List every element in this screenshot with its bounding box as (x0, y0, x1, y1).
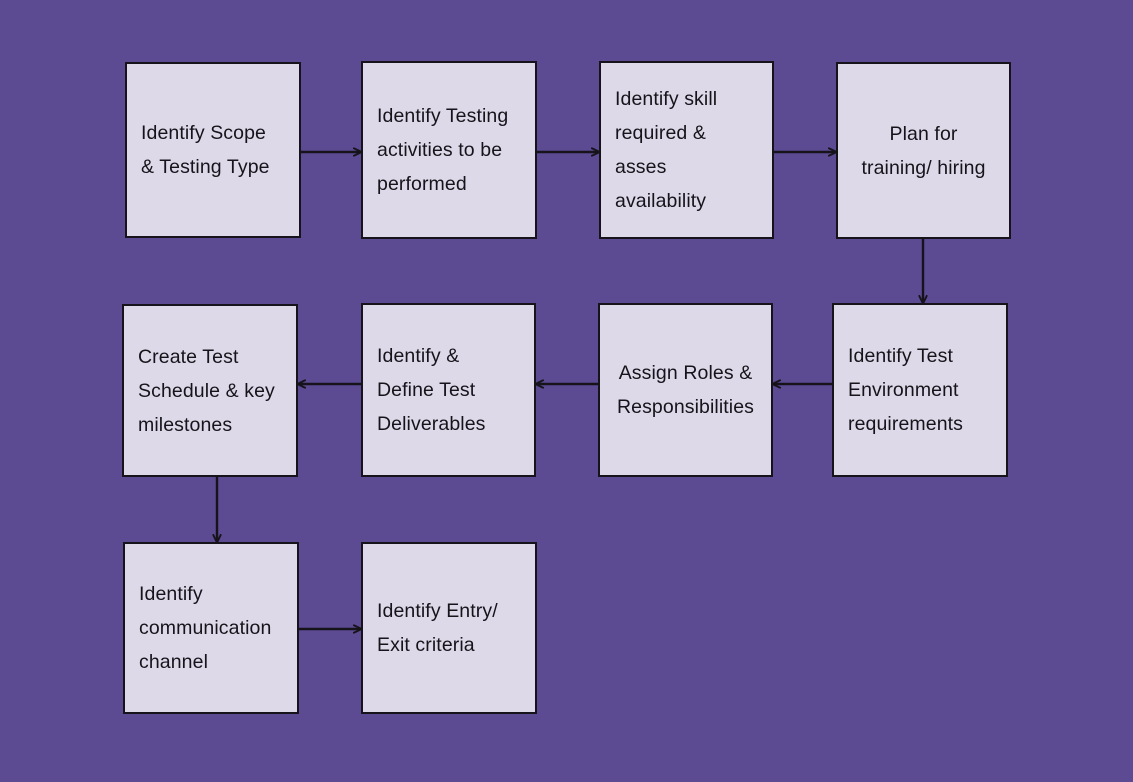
flowchart-node-n7[interactable]: Identify & Define Test Deliverables (361, 303, 536, 477)
flowchart-node-n1[interactable]: Identify Scope & Testing Type (125, 62, 301, 238)
flowchart-node-n10[interactable]: Identify Entry/ Exit criteria (361, 542, 537, 714)
flowchart-node-n5[interactable]: Identify Test Environment requirements (832, 303, 1008, 477)
flowchart-node-n2[interactable]: Identify Testing activities to be perfor… (361, 61, 537, 239)
flowchart-node-n9[interactable]: Identify communication channel (123, 542, 299, 714)
flowchart-node-n3[interactable]: Identify skill required & asses availabi… (599, 61, 774, 239)
flowchart-node-n8[interactable]: Create Test Schedule & key milestones (122, 304, 298, 477)
flowchart-node-n4[interactable]: Plan for training/ hiring (836, 62, 1011, 239)
flowchart-node-n6[interactable]: Assign Roles & Responsibilities (598, 303, 773, 477)
